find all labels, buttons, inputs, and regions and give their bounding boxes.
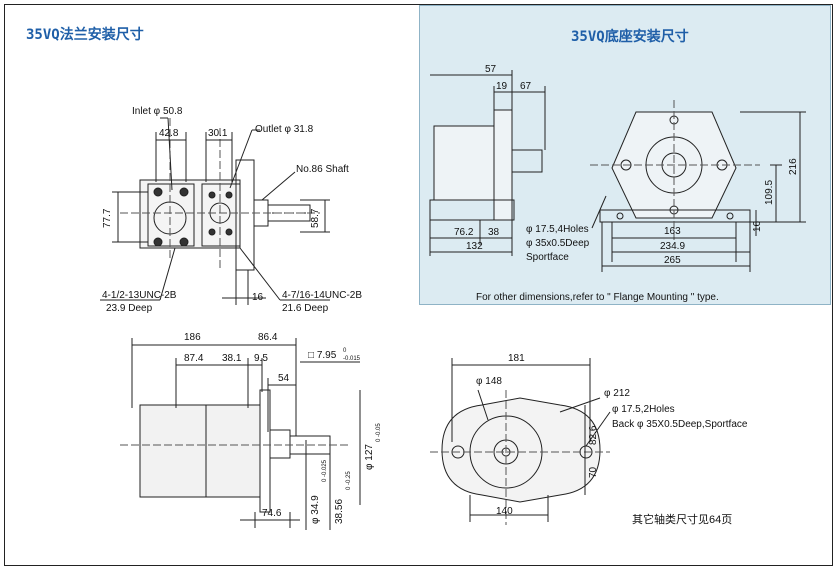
dim-57: 57	[485, 64, 497, 75]
dim-109-5: 109.5	[764, 180, 775, 205]
dim-148: φ 148	[476, 376, 502, 387]
dim-67: 67	[520, 81, 532, 92]
dim-82-6: 82.6	[588, 425, 599, 445]
dim-34-9-tol: 0 -0.025	[322, 459, 328, 482]
end-back: Back φ 35X0.5Deep,Sportface	[612, 419, 748, 430]
outlet-label: Outlet φ 31.8	[255, 124, 314, 135]
thread-1-depth: 23.9 Deep	[106, 303, 153, 314]
pump-end-view	[430, 358, 611, 525]
thread-2: 4-7/16-14UNC-2B	[282, 290, 362, 301]
dim-16: 16	[252, 292, 264, 303]
dim-163: 163	[664, 226, 681, 237]
dim-140: 140	[496, 506, 513, 517]
dim-42-8: 42.8	[159, 128, 179, 139]
dim-key-tol-top: 0	[343, 348, 347, 354]
dim-186: 186	[184, 332, 201, 343]
flange-front-view	[100, 117, 330, 305]
foot-mount-front-view	[590, 100, 806, 272]
shaft-label: No.86 Shaft	[296, 164, 349, 175]
dim-216: 216	[788, 158, 799, 175]
foot-note: For other dimensions,refer to " Flange M…	[476, 292, 719, 303]
dim-181: 181	[508, 353, 525, 364]
dim-86-4: 86.4	[258, 332, 278, 343]
dim-234-9: 234.9	[660, 241, 685, 252]
foot-holes: φ 17.5,4Holes	[526, 224, 589, 235]
dim-9-5: 9.5	[254, 353, 268, 364]
dim-76-2: 76.2	[454, 227, 474, 238]
dim-38-1: 38.1	[222, 353, 242, 364]
foot-spot: φ 35x0.5Deep	[526, 238, 590, 249]
dim-38-56-tol: 0 -0.25	[346, 471, 352, 490]
dim-key-tol-bot: -0.015	[343, 356, 361, 362]
thread-1: 4-1/2-13UNC-2B	[102, 290, 177, 301]
pump-side-view	[120, 338, 361, 530]
dim-87-4: 87.4	[184, 353, 204, 364]
dim-265: 265	[664, 255, 681, 266]
thread-2-depth: 21.6 Deep	[282, 303, 329, 314]
dim-16-foot: 16	[752, 220, 763, 232]
dim-54: 54	[278, 373, 290, 384]
dim-77-7: 77.7	[102, 208, 113, 228]
dim-34-9: φ 34.9	[310, 495, 321, 524]
footer-note: 其它轴类尺寸见64页	[632, 514, 733, 526]
foot-mount-title: 35VQ底座安装尺寸	[571, 29, 689, 45]
foot-sportface: Sportface	[526, 252, 569, 263]
dim-38: 38	[488, 227, 500, 238]
dim-30-1: 30.1	[208, 128, 228, 139]
dim-127: φ 127	[364, 444, 375, 470]
flange-mount-title: 35VQ法兰安装尺寸	[26, 27, 144, 43]
dim-132: 132	[466, 241, 483, 252]
end-holes: φ 17.5,2Holes	[612, 404, 675, 415]
foot-mount-side-view	[429, 70, 546, 256]
dim-74-6: 74.6	[262, 508, 282, 519]
dim-19: 19	[496, 81, 508, 92]
sheet-border	[4, 4, 833, 566]
dim-212: φ 212	[604, 388, 630, 399]
dim-70: 70	[588, 466, 599, 478]
dim-38-56: 38.56	[334, 499, 345, 524]
dim-127-tol: 0 -0.05	[376, 423, 382, 442]
inlet-label: Inlet φ 50.8	[132, 106, 183, 117]
dim-58-7: 58.7	[310, 208, 321, 228]
dim-key: □ 7.95	[308, 350, 337, 361]
